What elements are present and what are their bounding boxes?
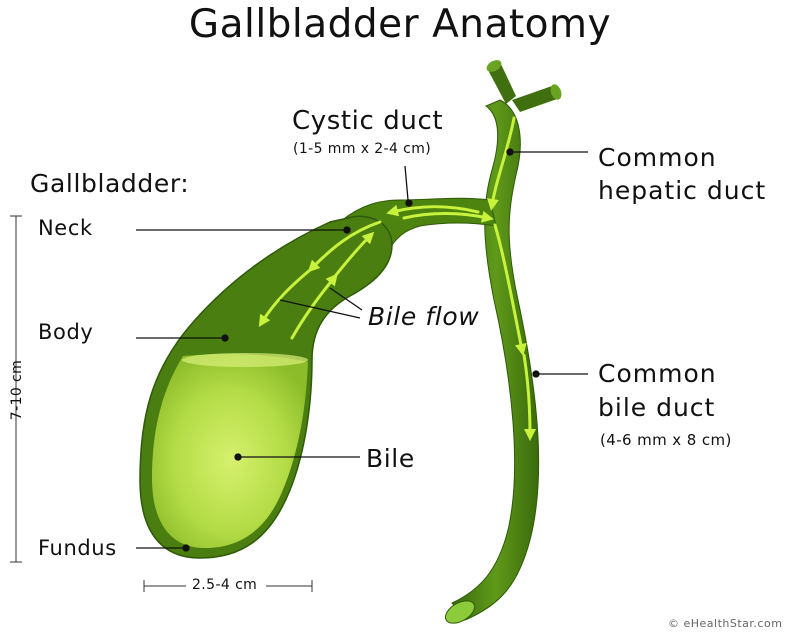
common-bile-label-line2: bile duct <box>598 393 716 422</box>
cystic-duct-label: Cystic duct <box>292 106 444 136</box>
leader-lines <box>136 148 588 552</box>
common-bile-label-line1: Common <box>598 359 717 388</box>
bile-pool <box>152 354 308 548</box>
credit-text: © eHealthStar.com <box>668 617 783 630</box>
page-title: Gallbladder Anatomy <box>188 2 612 47</box>
gallbladder-section-label: Gallbladder: <box>30 169 190 198</box>
body-label: Body <box>38 320 94 344</box>
cystic-duct-size: (1-5 mm x 2-4 cm) <box>293 141 432 157</box>
bile-label: Bile <box>366 444 415 473</box>
hepatic-branches <box>486 60 562 112</box>
width-dimension-bracket <box>143 580 313 592</box>
bile-duct-opening <box>444 600 476 624</box>
common-hepatic-label-line2: hepatic duct <box>598 176 767 205</box>
length-dimension-label: 7-10 cm <box>9 359 25 421</box>
common-bile-size: (4-6 mm x 8 cm) <box>600 431 732 449</box>
bile-flow-arrows <box>258 116 536 441</box>
length-dimension-bracket <box>10 215 22 563</box>
neck-label: Neck <box>38 216 93 240</box>
fundus-label: Fundus <box>38 536 117 560</box>
common-hepatic-label-line1: Common <box>598 143 717 172</box>
width-dimension-label: 2.5-4 cm <box>192 577 258 593</box>
bile-flow-label: Bile flow <box>368 302 480 331</box>
